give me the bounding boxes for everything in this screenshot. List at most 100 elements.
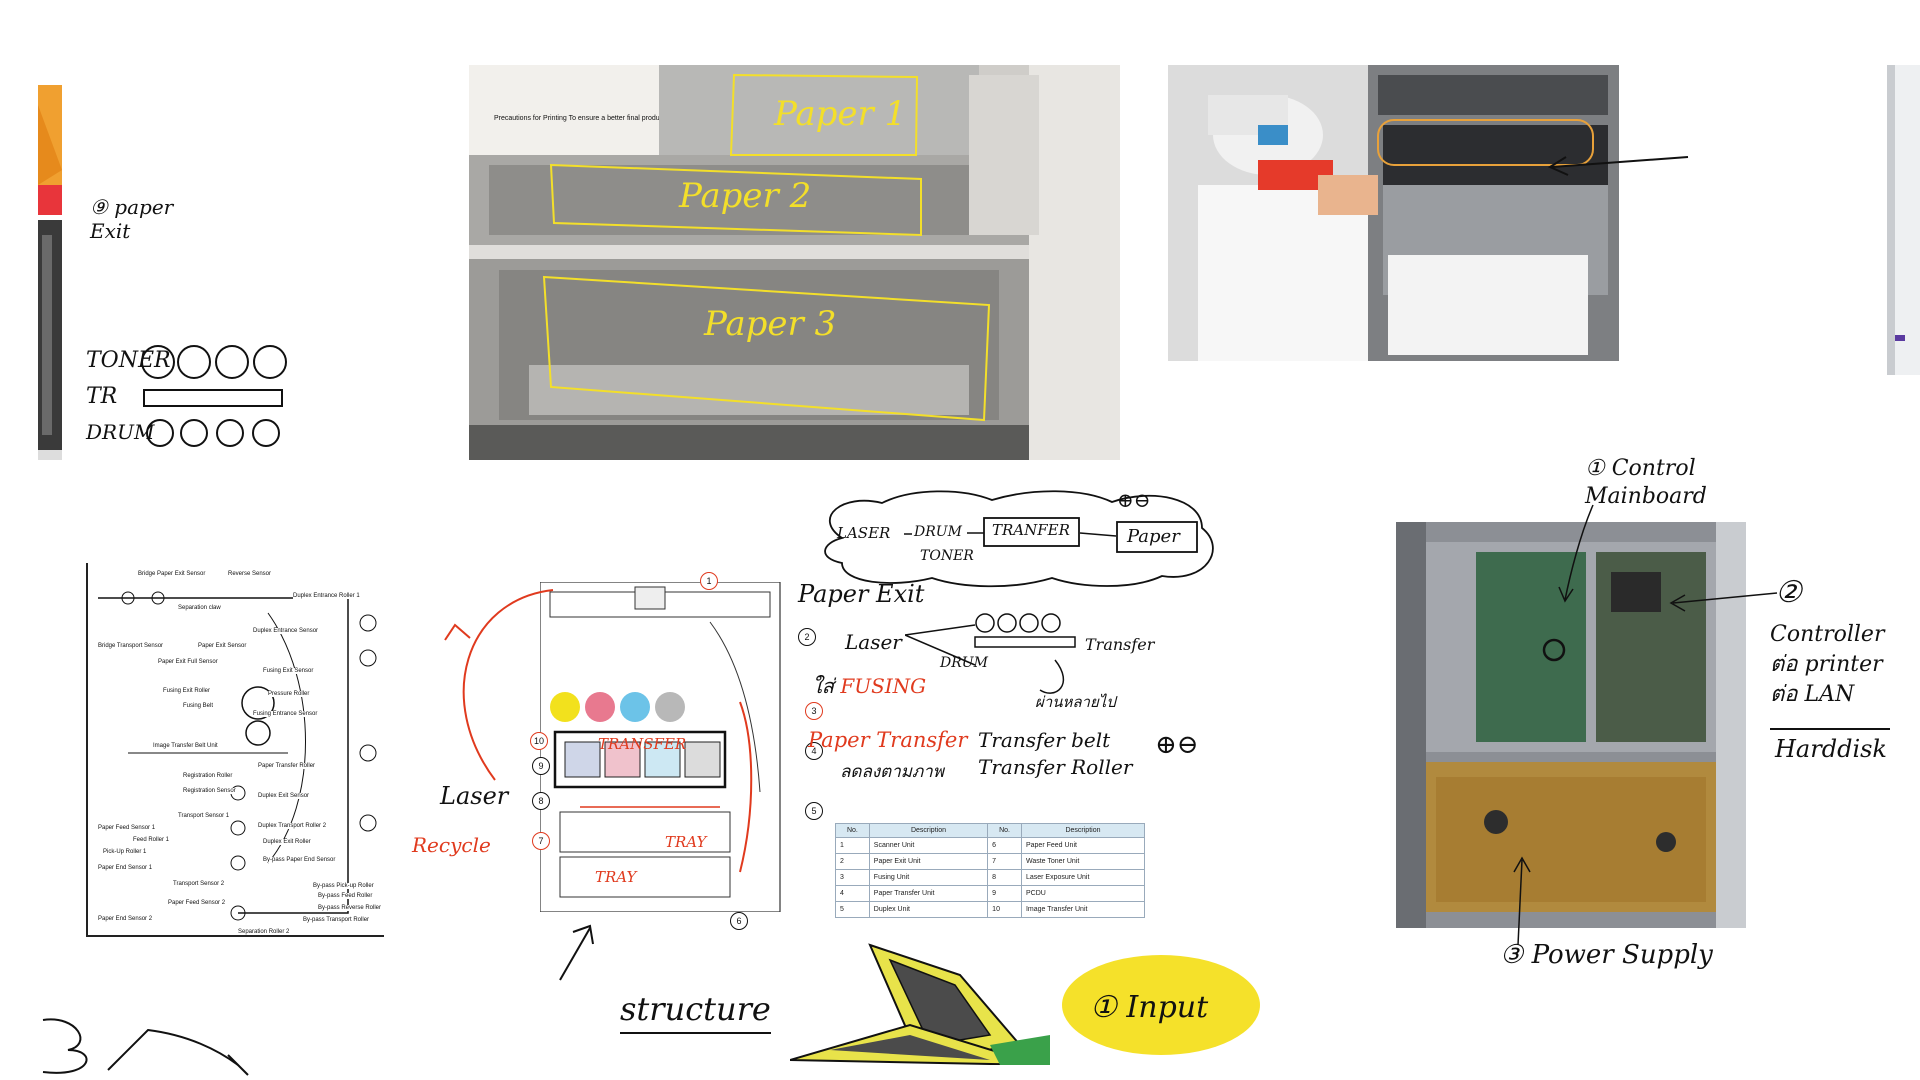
legend-header-desc: Description [868, 823, 989, 838]
cloud-plus-minus: ⊕⊖ [1117, 488, 1151, 512]
paper-transfer-label: Paper Transfer [808, 728, 968, 752]
tray-notice-text: Precautions for Printing To ensure a bet… [494, 115, 752, 122]
drum-right-label: DRUM [940, 655, 988, 671]
paper-path-label: Transport Sensor 1 [178, 813, 230, 819]
paper-path-label: By-pass Paper End Sensor [263, 857, 336, 863]
tray1-label: TRAY [665, 833, 707, 851]
left-edge-photo [38, 85, 62, 460]
part-highlight [1377, 119, 1594, 166]
paper-path-label: Duplex Entrance Roller 1 [293, 593, 360, 599]
drum-circles-sketch [146, 419, 280, 447]
paper-path-label: Paper Feed Sensor 1 [98, 825, 156, 831]
cloud-drum: DRUM [914, 524, 962, 540]
controller-divider [1770, 728, 1890, 730]
structure-drawing: d238d1015 [539, 581, 781, 929]
paper-path-label: Transport Sensor 2 [173, 881, 225, 887]
cloud-transfer: TRANFER [992, 521, 1070, 539]
legend-cell: 4 [835, 885, 870, 902]
fusing-prefix: ใส่ [812, 674, 834, 698]
paper-path-label: Paper Feed Sensor 2 [168, 900, 226, 906]
toner-circles-sketch [141, 345, 287, 379]
scanner-sketch [790, 943, 1050, 1065]
paper-path-label: Bridge Transport Sensor [98, 643, 164, 649]
technician-photo [1168, 65, 1619, 361]
paper-exit-label: Paper Exit [798, 580, 925, 608]
power-supply-arrow [1513, 856, 1531, 946]
structure-number: 2 [798, 628, 816, 646]
laser-drum-drawing [905, 613, 1076, 694]
legend-cell: 2 [835, 853, 870, 870]
paper-tray-highlights: Paper 1 Paper 2 Paper 3 [542, 73, 991, 422]
marker-two-label: ② [1775, 575, 1802, 610]
legend-header-no: No. [987, 823, 1022, 838]
paper-path-label: Image Transfer Belt Unit [153, 743, 218, 749]
legend-cell: Duplex Unit [868, 901, 989, 918]
paper-path-label: Pick-Up Roller 1 [103, 849, 147, 855]
thai-note-2: ลดลงตามภาพ [840, 762, 944, 782]
legend-cell: Paper Feed Unit [1020, 837, 1146, 854]
marker-two-arrow [1669, 592, 1778, 612]
cloud-outline [824, 490, 1214, 588]
paper-path-label: Separation Roller 2 [238, 929, 290, 935]
laser-right-label: Laser [845, 630, 902, 654]
thai-note-1: ผ่านหลายไป [1035, 693, 1116, 711]
cloud-paper: Paper [1127, 526, 1180, 547]
structure-label: structure [620, 990, 771, 1034]
structure-number: 6 [730, 912, 748, 930]
paper-path-label: Bridge Paper Exit Sensor [138, 571, 206, 577]
process-cloud: LASER DRUM TONER TRANFER Paper ⊕⊖ [812, 488, 1224, 590]
paper-path-label: By-pass Feed Roller [318, 893, 373, 899]
structure-number: 1 [700, 572, 718, 590]
paper1-label: Paper 1 [773, 94, 906, 134]
board-leader-lines [1558, 504, 1594, 603]
paper-trays-photo: Precautions for Printing To ensure a bet… [469, 65, 1120, 460]
structure-number: 4 [805, 742, 823, 760]
paper-path-label: Registration Roller [183, 773, 233, 779]
transfer-right-label: Transfer [1085, 635, 1155, 654]
legend-cell: Fusing Unit [868, 869, 989, 886]
cloud-toner: TONER [920, 548, 974, 564]
legend-cell: 5 [835, 901, 870, 918]
up-arrow-sketch [559, 924, 594, 981]
tr-bar-sketch [143, 389, 283, 407]
tr-label: TR [86, 384, 118, 409]
drum-label: DRUM [86, 420, 155, 444]
paper-path-label: Paper End Sensor 2 [98, 916, 153, 922]
paper-path-label: Fusing Belt [183, 703, 214, 709]
laser-left-label: Laser [440, 782, 509, 810]
paper-path-label: Pressure Roller [268, 691, 310, 697]
paper-path-label: Reverse Sensor [228, 571, 272, 577]
structure-number: 8 [532, 792, 550, 810]
red-loop-arrow [444, 589, 554, 781]
toner-label: TONER [86, 348, 171, 373]
legend-cell: 6 [987, 837, 1022, 854]
tray2-label: TRAY [595, 868, 637, 886]
paper-path-label: Feed Roller 1 [133, 837, 170, 843]
transfer-belt-label: Transfer belt [978, 728, 1111, 752]
paper-path-label: Paper End Sensor 1 [98, 865, 153, 871]
legend-cell: 7 [987, 853, 1022, 870]
paper3-label: Paper 3 [703, 304, 836, 344]
plus-minus-right: ⊕⊖ [1155, 730, 1199, 760]
legend-cell: 1 [835, 837, 870, 854]
legend-cell: Scanner Unit [868, 837, 989, 854]
legend-cell: Paper Transfer Unit [868, 885, 989, 902]
structure-number: 5 [805, 802, 823, 820]
pointer-arrow [1547, 156, 1689, 176]
legend-header-desc: Description [1020, 823, 1146, 838]
legend-cell: 3 [835, 869, 870, 886]
paper-exit-note: ⑨ paper Exit [90, 195, 174, 243]
input-highlight [1062, 955, 1260, 1055]
controller-label: Controller ต่อ printer ต่อ LAN [1770, 622, 1885, 707]
paper-path-label: By-pass Reverse Roller [318, 905, 382, 911]
legend-cell: 9 [987, 885, 1022, 902]
legend-cell: PCDU [1020, 885, 1146, 902]
legend-cell: Image Transfer Unit [1020, 901, 1146, 918]
fusing-label: ใส่ FUSING [812, 670, 926, 702]
